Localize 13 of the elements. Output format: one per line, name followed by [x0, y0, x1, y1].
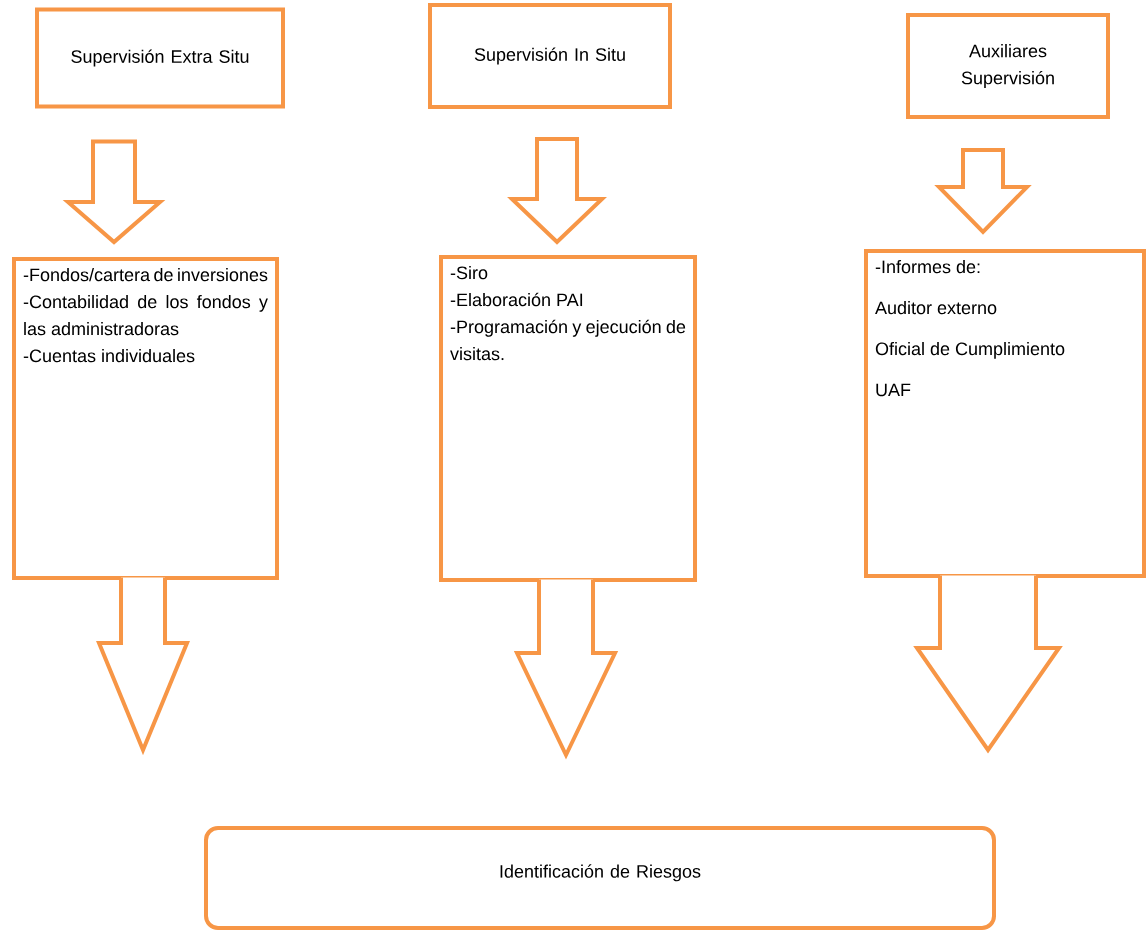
text-box: -Fondos/cartera de inversiones -Contabilidad de los fondos y las administradoras -Cuentas individuales — [12, 257, 279, 580]
title-box: Supervisión Extra Situ — [35, 7, 285, 109]
rounded-box: Identificación de Riesgos — [204, 826, 996, 930]
block-arrow — [62, 139, 166, 245]
block-arrow — [913, 573, 1063, 754]
title-box: Auxiliares Supervisión — [906, 13, 1110, 119]
text-box: -Siro -Elaboración PAI -Programación y ejecución de visitas. — [439, 255, 697, 582]
block-arrow — [934, 148, 1032, 235]
block-arrow — [513, 577, 619, 760]
block-arrow — [507, 137, 607, 245]
title-box: Supervisión In Situ — [428, 3, 672, 109]
text-box: -Informes de: Auditor externo Oficial de Cumplimiento UAF — [864, 249, 1146, 578]
block-arrow — [96, 575, 190, 756]
